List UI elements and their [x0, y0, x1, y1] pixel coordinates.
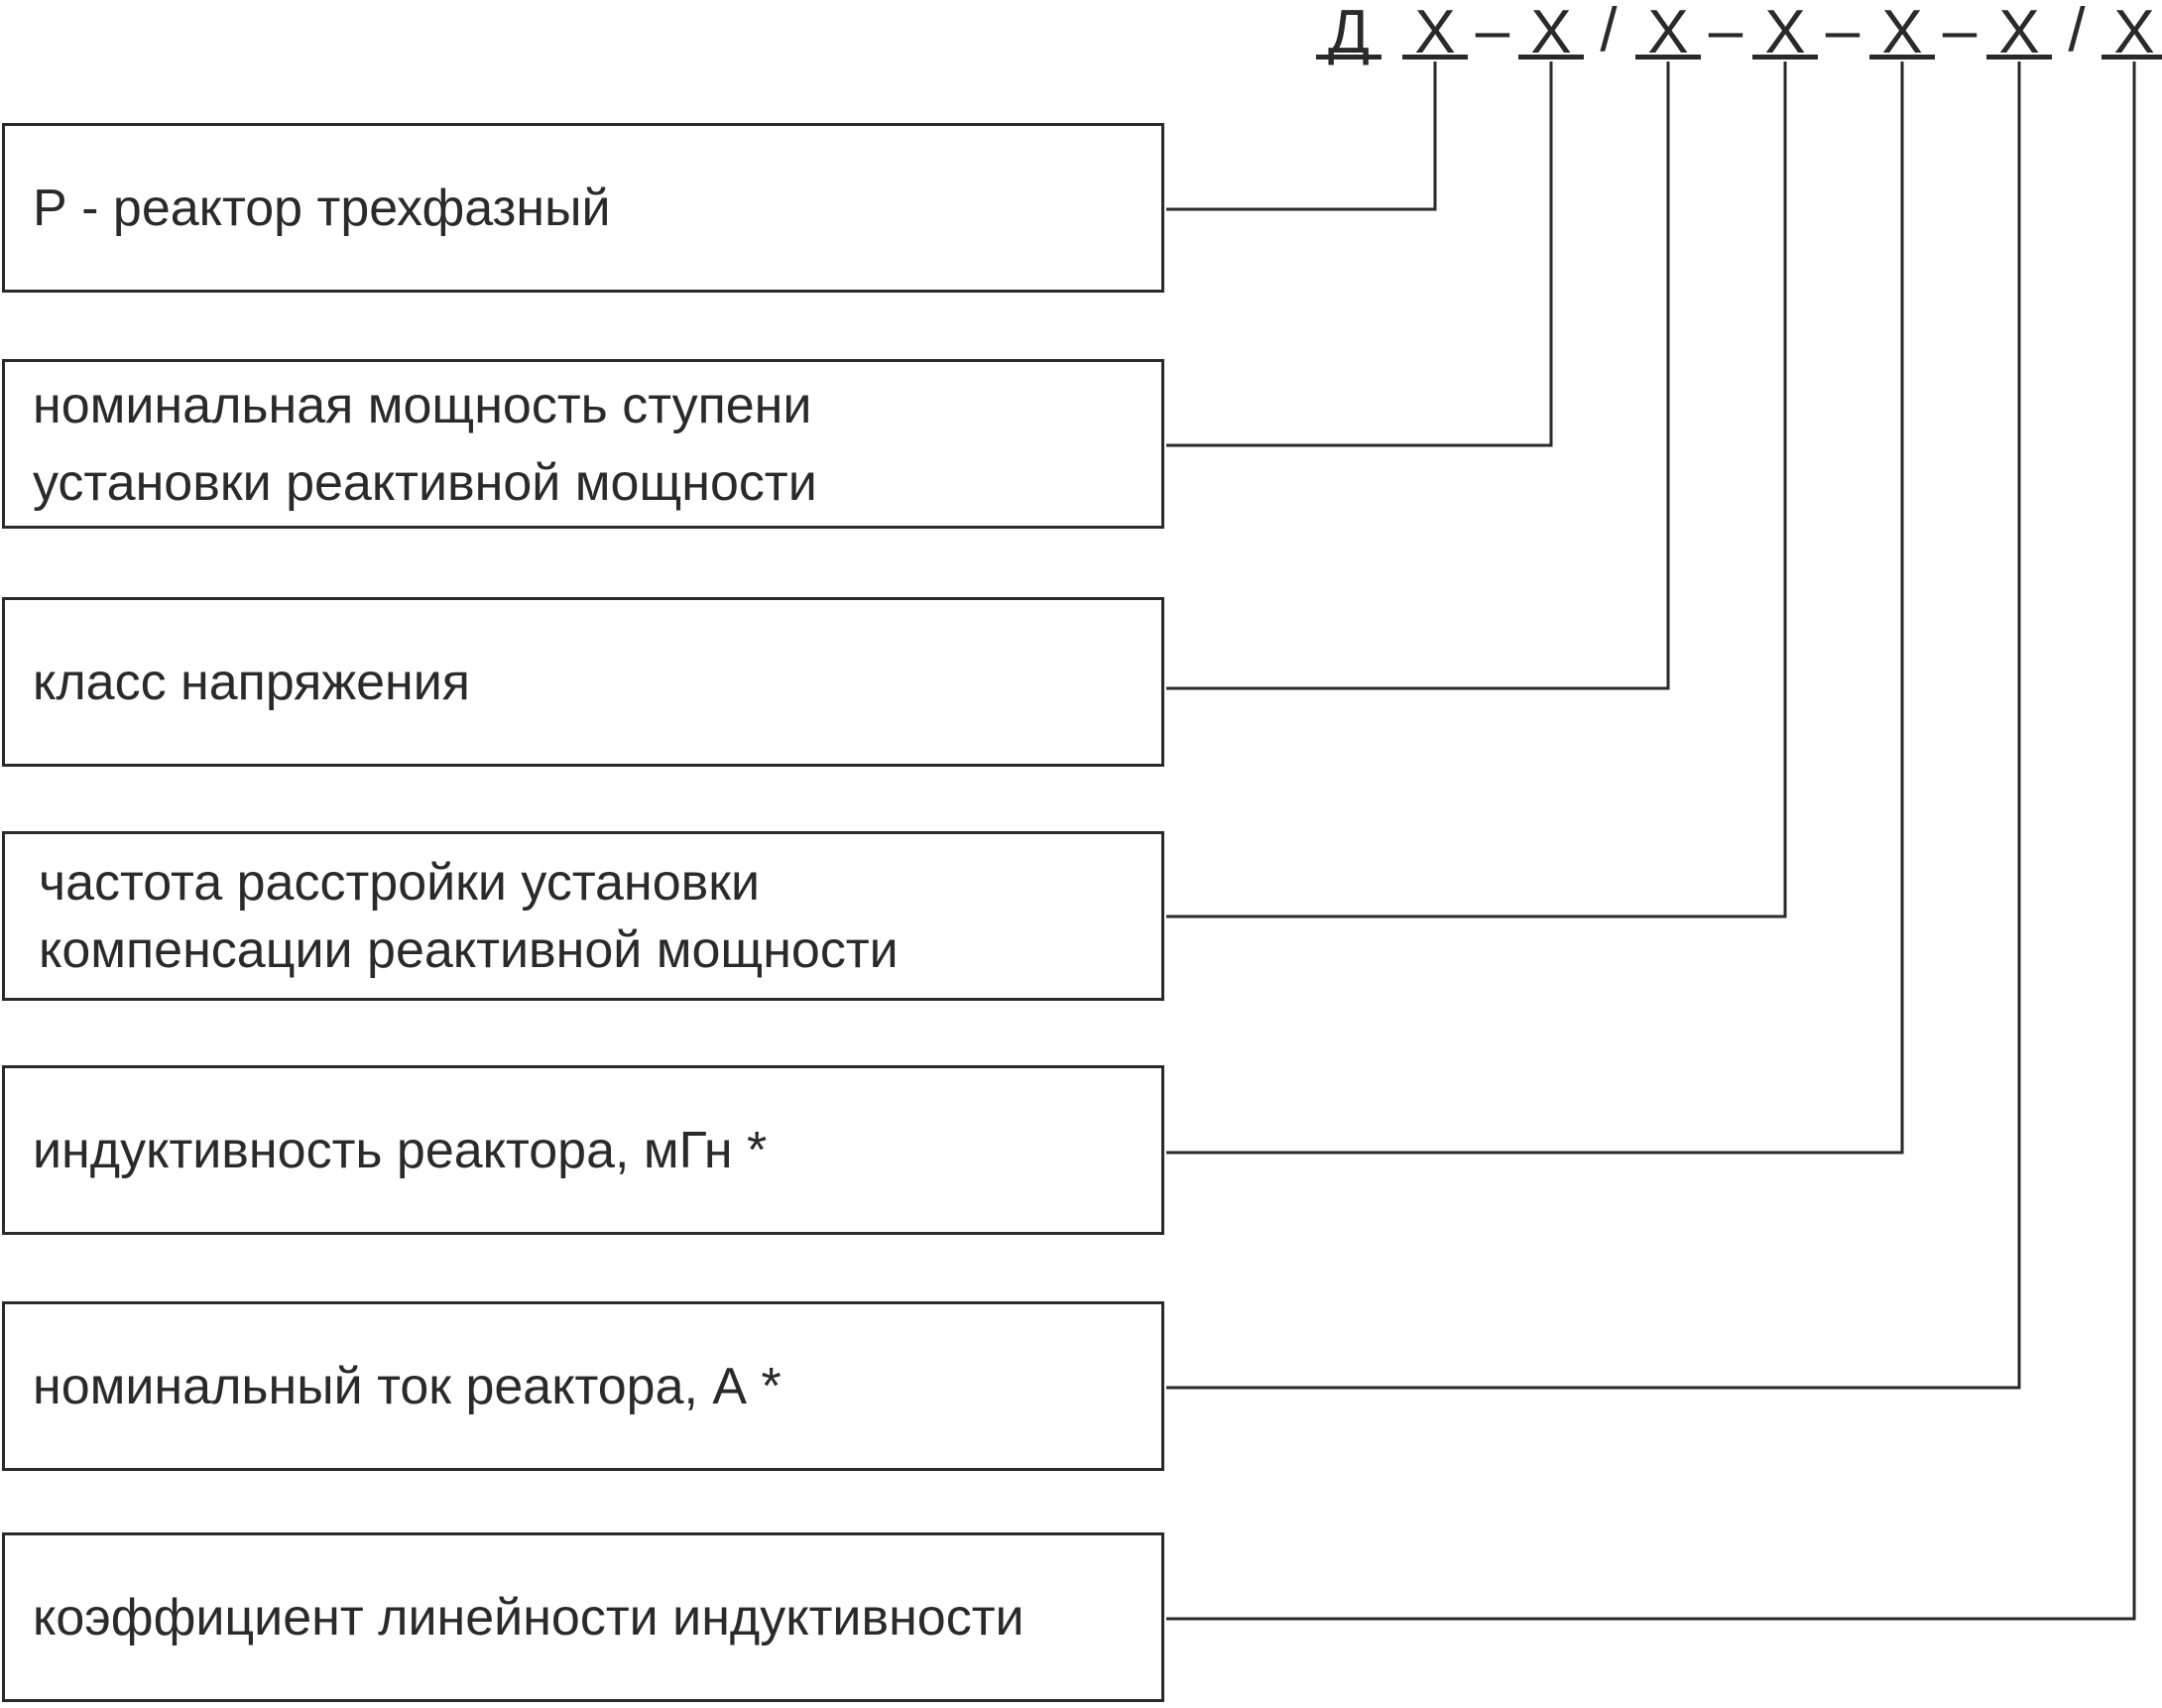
code-underline-3 [1635, 55, 1701, 60]
box-nominal-power-line-1: номинальная мощность ступени [33, 376, 812, 434]
box-nominal-current-line-1: номинальный ток реактора, А * [33, 1357, 781, 1415]
code-separator-dash: – [1942, 0, 1978, 64]
box-nominal-current-text: номинальный ток реактора, А * [33, 1353, 1149, 1420]
code-underline-0 [1316, 55, 1381, 60]
box-voltage-class: класс напряжения [2, 597, 1164, 767]
box-inductance-line-1: индуктивность реактора, мГн * [33, 1121, 768, 1179]
code-separator-dash: – [1475, 0, 1510, 64]
box-linearity-coefficient-line-1: коэффициент линейности индуктивности [33, 1588, 1024, 1647]
connector-line-7 [1166, 61, 2136, 1621]
box-linearity-coefficient: коэффициент линейности индуктивности [2, 1532, 1164, 1702]
connector-line-5 [1166, 61, 1904, 1155]
code-underline-1 [1402, 55, 1468, 60]
box-reactor-type: Р - реактор трехфазный [2, 123, 1164, 293]
code-underline-7 [2102, 55, 2162, 60]
box-voltage-class-text: класс напряжения [33, 649, 1149, 716]
box-detuning-frequency-text: частота расстройки установки компенсации… [39, 849, 1149, 984]
connector-line-6 [1166, 61, 2021, 1390]
connector-line-1 [1166, 61, 1437, 211]
code-underline-5 [1869, 55, 1935, 60]
box-detuning-frequency: частота расстройки установки компенсации… [2, 831, 1164, 1001]
box-nominal-power-line-2: установки реактивной мощности [33, 453, 817, 512]
code-underline-6 [1986, 55, 2052, 60]
code-separator-dash: – [1708, 0, 1743, 64]
box-reactor-type-text: Р - реактор трехфазный [33, 175, 1149, 242]
box-inductance: индуктивность реактора, мГн * [2, 1065, 1164, 1235]
box-detuning-frequency-line-1: частота расстройки установки [39, 853, 761, 912]
code-underline-4 [1752, 55, 1818, 60]
code-separator-slash: / [2068, 0, 2086, 64]
box-voltage-class-line-1: класс напряжения [33, 653, 470, 711]
code-underline-2 [1518, 55, 1584, 60]
box-inductance-text: индуктивность реактора, мГн * [33, 1117, 1149, 1184]
box-nominal-power-text: номинальная мощность ступени установки р… [33, 367, 1149, 522]
connector-line-2 [1166, 61, 1553, 447]
connector-line-4 [1166, 61, 1787, 918]
connector-line-3 [1166, 61, 1670, 690]
box-linearity-coefficient-text: коэффициент линейности индуктивности [33, 1584, 1149, 1651]
box-reactor-type-line-1: Р - реактор трехфазный [33, 179, 611, 237]
box-nominal-power: номинальная мощность ступени установки р… [2, 359, 1164, 529]
box-detuning-frequency-line-2: компенсации реактивной мощности [39, 920, 899, 979]
code-separator-dash: – [1825, 0, 1861, 64]
box-nominal-current: номинальный ток реактора, А * [2, 1301, 1164, 1471]
code-separator-slash: / [1600, 0, 1618, 64]
